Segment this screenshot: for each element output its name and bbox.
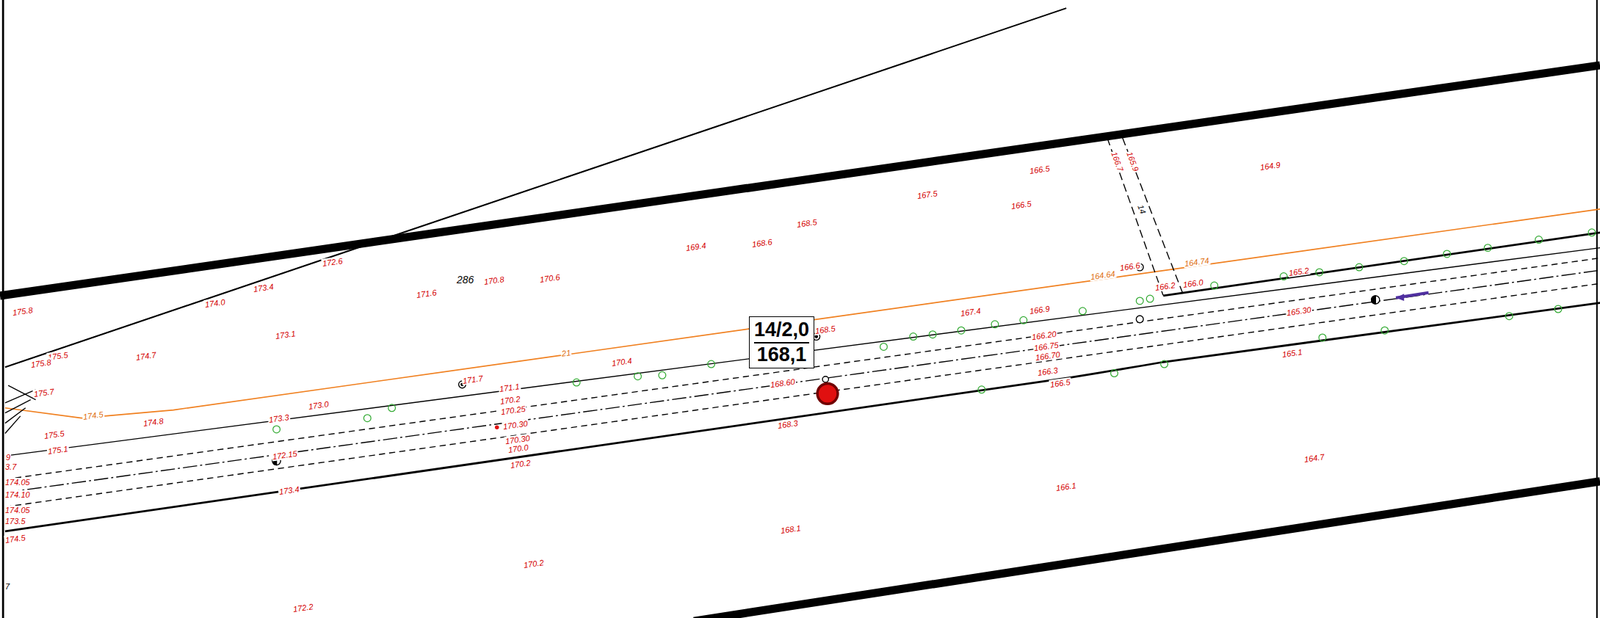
elevation-label: 3.7	[4, 462, 17, 472]
elevation-label: 166.6	[1118, 260, 1142, 273]
elevation-label: 173.1	[274, 328, 298, 341]
elevation-label: 168.60	[768, 377, 796, 390]
elevation-label: 172.2	[291, 602, 315, 614]
elevation-label: 172.6	[321, 256, 345, 269]
box-text: 14/2,0	[754, 318, 810, 344]
elevation-label: 172.15	[270, 448, 299, 462]
elevation-label: 173.0	[306, 399, 330, 412]
elevation-label: 164.64	[1089, 269, 1117, 282]
elevation-label: 174.8	[141, 416, 165, 429]
elevation-label: 166.2	[1154, 280, 1178, 293]
elevation-label: 165.9	[1124, 149, 1141, 174]
elevation-label: 168.1	[779, 523, 803, 536]
elevation-label: 9	[5, 453, 12, 462]
elevation-label: 167.5	[916, 188, 940, 201]
elevation-label: 166.0	[1181, 277, 1205, 290]
elevation-label: 7	[4, 582, 11, 592]
elevation-label: 174.5	[81, 409, 105, 422]
elevation-label: 169.4	[684, 240, 708, 253]
elevation-label: 174.5	[3, 533, 27, 545]
elevation-label: 21	[560, 348, 573, 359]
elevation-label: 174.7	[134, 350, 158, 363]
elevation-label: 174.05	[4, 478, 31, 487]
elevation-label: 166.9	[1028, 303, 1052, 316]
elevation-label: 173.4	[251, 281, 275, 294]
elevation-label: 175.8	[11, 305, 34, 318]
elevation-label: 286	[455, 274, 475, 286]
elevation-label: 166.5	[1048, 377, 1072, 390]
elevation-label: 164.9	[1259, 160, 1283, 172]
elevation-label: 168.6	[751, 237, 774, 249]
elevation-label: 165.2	[1287, 265, 1311, 278]
box-text: 168,1	[754, 343, 810, 367]
elevation-label: 175.1	[46, 444, 70, 456]
elevation-label: 173.4	[277, 484, 301, 497]
elevation-label: 164.74	[1183, 256, 1211, 269]
elevation-label: 175.5	[42, 428, 66, 441]
elevation-label: 168.5	[795, 217, 819, 230]
elevation-label: 170.2	[522, 558, 545, 570]
elevation-label: 166.5	[1028, 163, 1052, 176]
elevation-label: 165.30	[1285, 304, 1313, 318]
elevation-label: 170.30	[501, 419, 529, 432]
elevation-label: 168.5	[814, 323, 838, 336]
elevation-label: 174.10	[4, 490, 31, 500]
elevation-label: 170.2	[508, 458, 532, 470]
elevation-label: 171.7	[461, 373, 484, 386]
elevation-label: 168.3	[776, 418, 799, 431]
elevation-label: 165.1	[1280, 347, 1304, 360]
elevation-label: 167.4	[958, 306, 982, 318]
elevation-label: 174.05	[4, 505, 31, 515]
elevation-label: 166.5	[1010, 198, 1034, 211]
elevation-label: 166.20	[1030, 329, 1058, 343]
elevation-label: 173.5	[4, 516, 27, 526]
elevation-label: 170.2	[498, 394, 522, 407]
elevation-label: 171.1	[497, 381, 521, 394]
elevation-label: 164.7	[1302, 452, 1326, 465]
elevation-label: 170.0	[506, 442, 530, 455]
elevation-label: 170.8	[482, 274, 506, 287]
elevation-label: 174.0	[204, 297, 227, 310]
elevation-label: 171.6	[414, 287, 438, 300]
elevation-label: 166.3	[1036, 365, 1060, 378]
elevation-box: 14/2,0168,1	[748, 316, 815, 369]
elevation-label: 166.1	[1055, 480, 1078, 493]
elevation-label: 166.7	[1109, 149, 1125, 174]
elevation-label: 170.4	[610, 356, 633, 368]
elevation-label: 175.8	[29, 357, 53, 370]
elevation-label: 170.25	[500, 403, 528, 417]
elevation-label: 14	[1135, 202, 1148, 216]
elevation-label: 175.7	[32, 386, 56, 399]
elevation-label: 173.3	[267, 412, 291, 425]
elevation-label: 170.6	[538, 272, 562, 285]
